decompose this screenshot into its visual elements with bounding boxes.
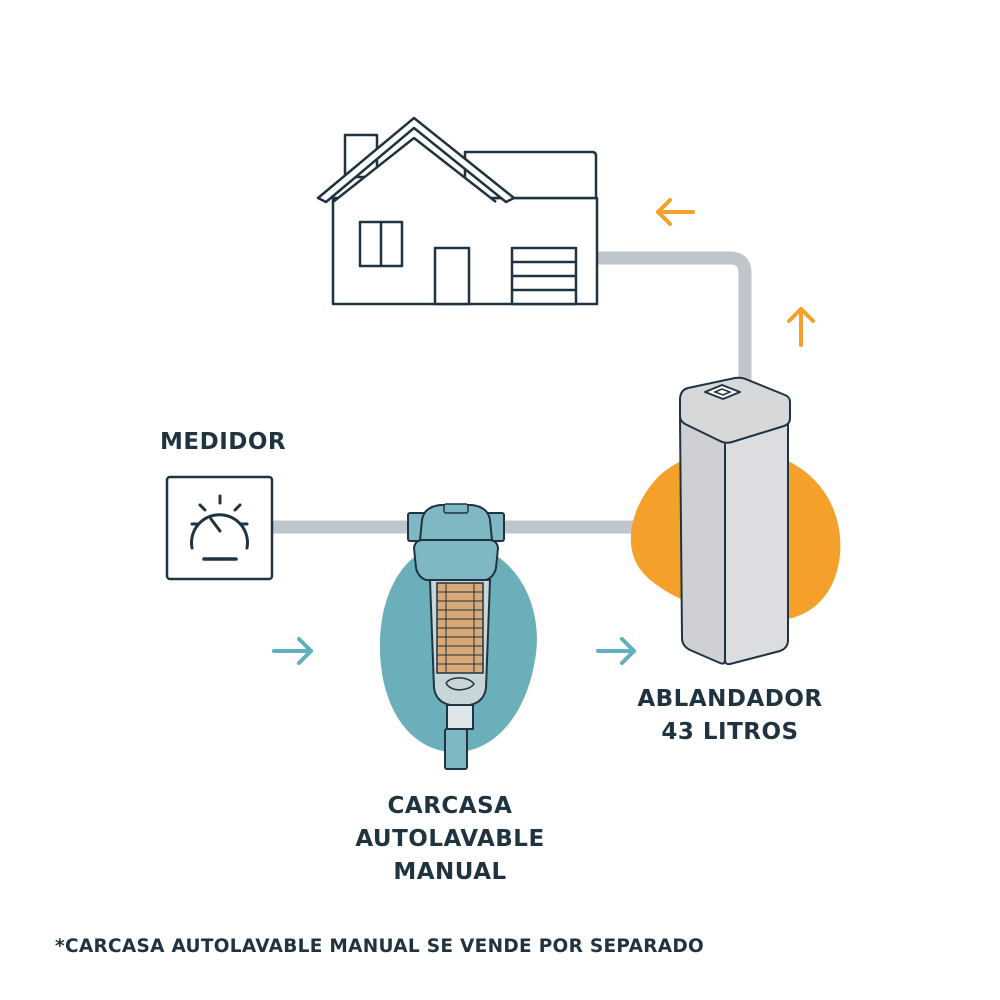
meter-label-text: MEDIDOR [160, 429, 287, 455]
filter-icon [379, 503, 537, 770]
softener-icon [630, 376, 841, 666]
pipes [272, 251, 752, 534]
arrow-up-icon [787, 307, 815, 347]
footnote: *CARCASA AUTOLAVABLE MANUAL SE VENDE POR… [55, 936, 705, 957]
filter-label: CARCASA AUTOLAVABLE MANUAL [330, 790, 570, 889]
softener-label-line: 43 LITROS [661, 719, 799, 745]
filter-label-line: CARCASA [387, 793, 513, 819]
meter-icon [165, 475, 274, 581]
arrow-right-icon [272, 637, 313, 665]
filter-label-line: MANUAL [393, 859, 507, 885]
meter-label: MEDIDOR [160, 426, 286, 459]
softener-label-line: ABLANDADOR [637, 686, 823, 712]
filter-label-line: AUTOLAVABLE [355, 826, 545, 852]
house-icon [316, 116, 599, 306]
softener-label: ABLANDADOR 43 LITROS [620, 683, 840, 749]
arrow-right-icon [596, 637, 636, 665]
pipe-house-to-softener [598, 251, 752, 400]
arrow-left-icon [656, 198, 695, 226]
